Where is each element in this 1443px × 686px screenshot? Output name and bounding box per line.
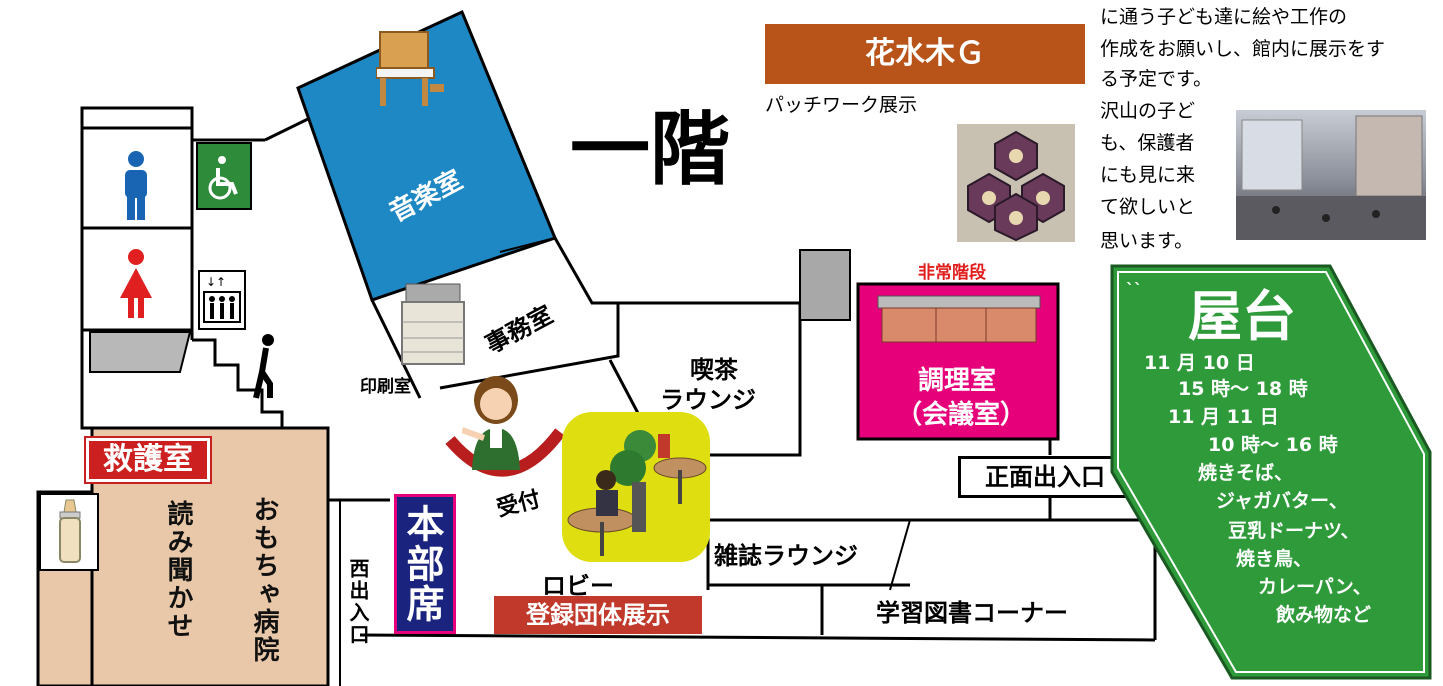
notice-line-5: も、保護者: [1100, 132, 1195, 154]
cooking-room-label-2: （会議室）: [896, 400, 1027, 430]
staircase: [192, 338, 284, 428]
notice-line-7: て欲しいと: [1100, 196, 1196, 218]
notice-line-4: 沢山の子ど: [1100, 100, 1196, 122]
reading-aloud-label: 読み聞かせ: [163, 500, 193, 640]
stall-line-3: 11 月 11 日: [1168, 406, 1279, 428]
registered-groups-exhibit-label: 登録団体展示: [494, 596, 702, 634]
magazine-lounge-label: 雑誌ラウンジ: [714, 542, 858, 570]
school-photo: [1236, 110, 1426, 240]
copier-icon: [398, 278, 468, 368]
svg-text:↓↑: ↓↑: [206, 275, 226, 289]
wheelchair-icon: [196, 142, 252, 210]
baby-bottle-icon: [52, 498, 88, 566]
patchwork-photo: [957, 124, 1075, 242]
stall-line-6: ジャガバター、: [1216, 490, 1348, 512]
notice-line-2: 作成をお願いし、館内に展示をす: [1100, 38, 1386, 60]
stall-line-8: 焼き鳥、: [1236, 548, 1313, 570]
reception-counter: [445, 428, 565, 477]
notice-line-8: 思います。: [1100, 230, 1194, 252]
print-room-label: 印刷室: [360, 377, 411, 397]
emergency-stair-column: [799, 249, 851, 321]
cafe-lounge-label-1: 喫茶: [690, 356, 738, 384]
stall-marks: ``: [1126, 280, 1142, 299]
piano-icon: [375, 28, 444, 110]
stairs-icon: [250, 332, 280, 400]
stall-line-9: カレーパン、: [1258, 576, 1372, 598]
hanamizuki-title: 花水木Ｇ: [765, 24, 1085, 84]
hanamizuki-subtitle: パッチワーク展示: [765, 94, 918, 116]
cafe-lounge-icon: [562, 412, 710, 562]
floor-title: 一階: [570, 103, 730, 196]
study-corner-label: 学習図書コーナー: [876, 599, 1068, 627]
stall-line-1: 11 月 10 日: [1144, 352, 1255, 374]
cooking-room-label-1: 調理室: [918, 366, 997, 396]
emergency-stairs-label: 非常階段: [918, 263, 986, 283]
notice-line-3: る予定です。: [1100, 68, 1213, 90]
stall-line-7: 豆乳ドーナツ、: [1228, 520, 1360, 542]
lobby-label: ロビー: [542, 572, 614, 600]
stall-line-5: 焼きそば、: [1198, 462, 1294, 484]
first-aid-room-label: 救護室: [84, 436, 212, 484]
headquarters-seat-label: 本部席: [394, 494, 456, 634]
notice-line-6: にも見に来: [1100, 164, 1196, 186]
west-entrance-label: 西出入口: [346, 558, 370, 646]
stall-line-2: 15 時～ 18 時: [1178, 378, 1308, 400]
front-entrance-label: 正面出入口: [958, 456, 1132, 498]
elevator-icon: ↓↑: [198, 270, 246, 330]
stall-title: 屋台: [1188, 285, 1296, 348]
cafe-lounge-label-2: ラウンジ: [660, 386, 756, 414]
stall-line-4: 10 時～ 16 時: [1208, 434, 1338, 456]
notice-line-1: に通う子ども達に絵や工作の: [1100, 6, 1348, 28]
stair-landing: [89, 331, 192, 373]
stall-line-10: 飲み物など: [1276, 604, 1372, 626]
stall-panel: [1110, 264, 1432, 680]
kitchen-counter-icon: [876, 290, 1042, 344]
male-toilet-icon: [118, 150, 154, 222]
receptionist-icon: [460, 372, 532, 470]
female-toilet-icon: [116, 248, 156, 320]
toy-hospital-label: おもちゃ病院: [249, 496, 279, 664]
